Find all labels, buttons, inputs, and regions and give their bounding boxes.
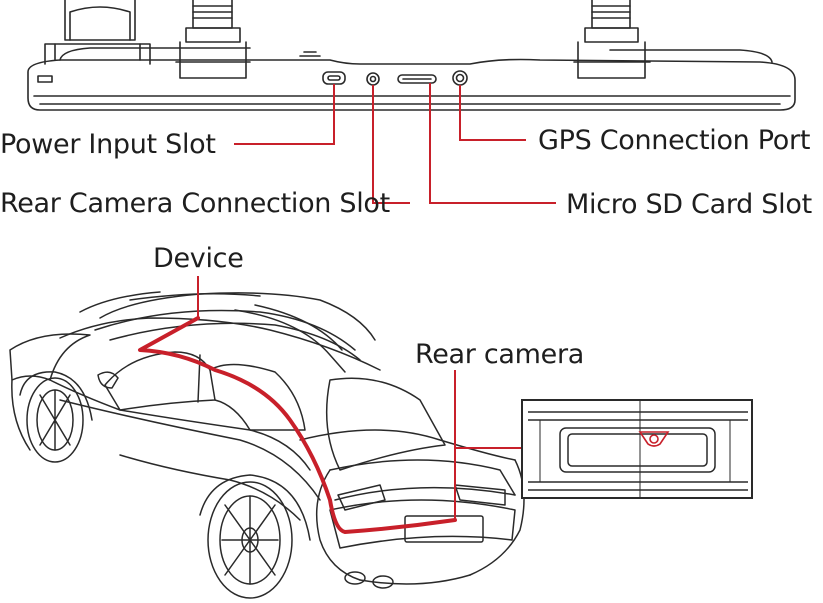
- sd-callout-line: [429, 83, 556, 204]
- power-callout-line: [234, 84, 335, 145]
- mirror-device-drawing: [27, 0, 796, 111]
- rear-camera-port-icon: [366, 72, 380, 86]
- cable-route: [138, 316, 457, 534]
- inset-camera-icon: [638, 431, 670, 447]
- sd-card-slot-icon: [397, 74, 437, 84]
- right-bracket: [591, 0, 631, 29]
- rear-camera-inset: [521, 399, 753, 499]
- rear-slot-callout-line: [372, 85, 410, 204]
- gps-connection-port-label: GPS Connection Port: [538, 125, 811, 156]
- rear-camera-connection-slot-label: Rear Camera Connection Slot: [0, 188, 390, 219]
- port-callout-lines: [234, 83, 556, 204]
- power-input-slot-label: Power Input Slot: [0, 129, 216, 160]
- power-port-icon: [322, 71, 346, 85]
- micro-sd-card-slot-label: Micro SD Card Slot: [566, 189, 812, 220]
- gps-callout-line: [459, 85, 526, 141]
- rear-wheel: [207, 481, 293, 599]
- left-mount-clamp: [64, 0, 136, 41]
- rear-camera-label: Rear camera: [415, 339, 585, 370]
- device-label: Device: [153, 243, 244, 274]
- left-bracket: [192, 0, 233, 29]
- gps-port-icon: [452, 70, 468, 86]
- front-wheel: [26, 377, 84, 463]
- license-plate: [404, 515, 484, 543]
- car-drawing: [9, 291, 525, 599]
